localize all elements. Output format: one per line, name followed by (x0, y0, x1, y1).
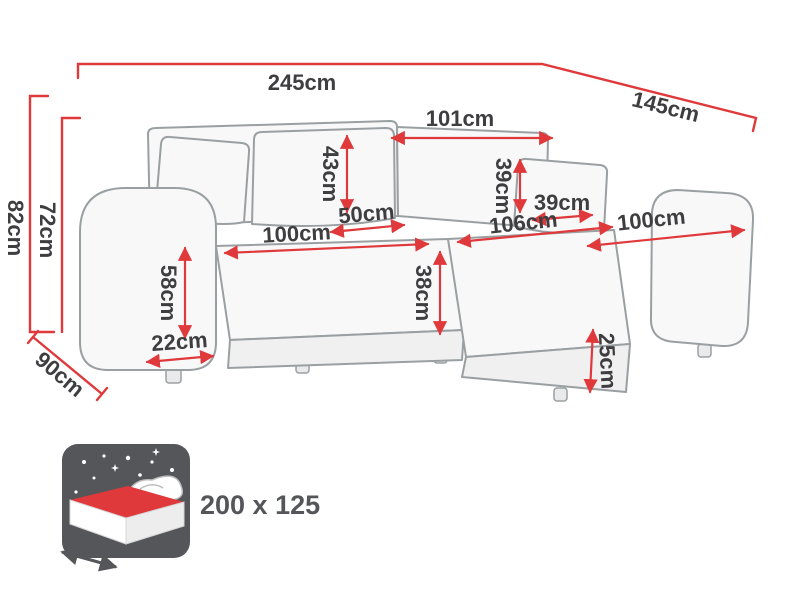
sofa-legs (165, 343, 712, 402)
mattress-side-right (125, 501, 185, 545)
dim-line-right-seat-width (456, 221, 614, 248)
label-armrest-height: 58cm (156, 265, 181, 321)
dim-line-leg-section (145, 350, 215, 368)
label-total-height: 82cm (3, 200, 28, 256)
label-leg-section-width: 22cm (151, 327, 209, 356)
label-left-seat-width: 100cm (262, 219, 332, 248)
label-total-width: 245cm (268, 70, 337, 95)
label-armrest-width: 50cm (337, 199, 395, 229)
dim-line-backrest-height (60, 116, 82, 334)
left-seat-front (227, 329, 465, 369)
sleeping-function-icon (60, 444, 190, 572)
dim-line-side-depth (26, 329, 109, 402)
dimension-lines (26, 62, 758, 402)
dim-line-armrest-width (329, 219, 406, 238)
mattress-icon (69, 475, 185, 545)
dim-line-chaise-front-height (583, 328, 600, 394)
dim-line-left-seat-width (223, 237, 430, 260)
label-pillow-height: 39cm (491, 158, 516, 214)
sleeping-area-size: 200 x 125 (200, 490, 320, 520)
dim-line-pillow-width (531, 208, 594, 227)
label-right-back-width: 101cm (426, 106, 495, 131)
label-total-depth: 145cm (630, 86, 703, 127)
mattress-top (70, 486, 184, 518)
label-backrest-height: 43cm (318, 146, 343, 202)
label-side-depth: 90cm (30, 347, 89, 402)
label-chaise-front-height: 25cm (594, 332, 622, 390)
label-backrest-top-height: 72cm (35, 202, 60, 258)
dim-line-total-width-depth (76, 62, 758, 133)
width-arrow-icon (60, 547, 118, 572)
label-pillow-width: 39cm (534, 190, 590, 215)
dim-line-chaise-width (586, 224, 746, 252)
dim-line-total-height (28, 94, 56, 334)
label-seat-height: 38cm (411, 265, 436, 321)
